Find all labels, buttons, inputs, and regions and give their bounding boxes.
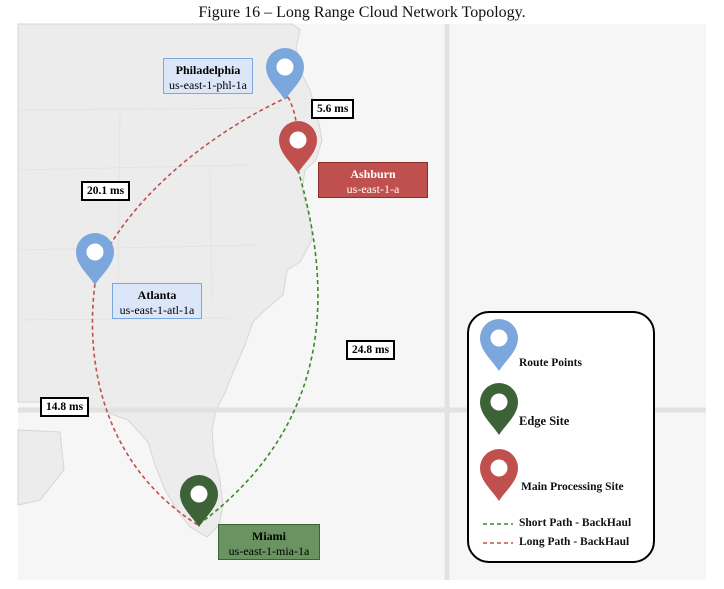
- latency-phl-ashburn: 5.6 ms: [311, 99, 355, 119]
- legend-label-main-site: Main Processing Site: [521, 481, 624, 493]
- long-path-phl-ashburn: [287, 96, 299, 151]
- edge-pin-miami: [180, 475, 218, 527]
- site-name-miami: Miami: [252, 529, 286, 543]
- main-pin-ashburn: [279, 121, 317, 173]
- legend: Route Points Edge Site Main Processing S…: [467, 311, 655, 563]
- site-name-atlanta: Atlanta: [137, 288, 177, 302]
- site-box-atlanta: Atlanta us-east-1-atl-1a: [112, 283, 202, 319]
- route-pin-philadelphia: [266, 48, 304, 100]
- legend-route-pin-icon: [480, 319, 518, 371]
- site-name-ashburn: Ashburn: [350, 167, 396, 181]
- legend-label-edge-site: Edge Site: [519, 414, 570, 428]
- long-path-phl-atlanta: [96, 96, 289, 271]
- site-box-miami: Miami us-east-1-mia-1a: [218, 524, 320, 560]
- site-name-philadelphia: Philadelphia: [175, 63, 241, 77]
- site-id-miami: us-east-1-mia-1a: [228, 544, 310, 558]
- legend-main-pin-icon: [480, 449, 518, 501]
- long-path-atlanta-miami: [91, 269, 199, 526]
- site-id-ashburn: us-east-1-a: [346, 182, 400, 196]
- short-path-ashburn-miami: [197, 169, 319, 526]
- site-id-philadelphia: us-east-1-phl-1a: [169, 78, 247, 92]
- site-box-ashburn: Ashburn us-east-1-a: [318, 162, 428, 198]
- site-id-atlanta: us-east-1-atl-1a: [119, 303, 195, 317]
- latency-phl-atlanta: 20.1 ms: [81, 181, 131, 201]
- latency-ashburn-miami: 24.8 ms: [346, 340, 396, 360]
- legend-label-route-points: Route Points: [519, 357, 582, 369]
- legend-edge-pin-icon: [480, 383, 518, 435]
- route-pin-atlanta: [76, 233, 114, 285]
- site-box-philadelphia: Philadelphia us-east-1-phl-1a: [163, 58, 253, 94]
- legend-label-long-path: Long Path - BackHaul: [519, 536, 630, 548]
- figure-caption: Figure 16 – Long Range Cloud Network Top…: [198, 4, 526, 21]
- legend-label-short-path: Short Path - BackHaul: [519, 517, 632, 529]
- latency-atlanta-miami: 14.8 ms: [40, 397, 90, 417]
